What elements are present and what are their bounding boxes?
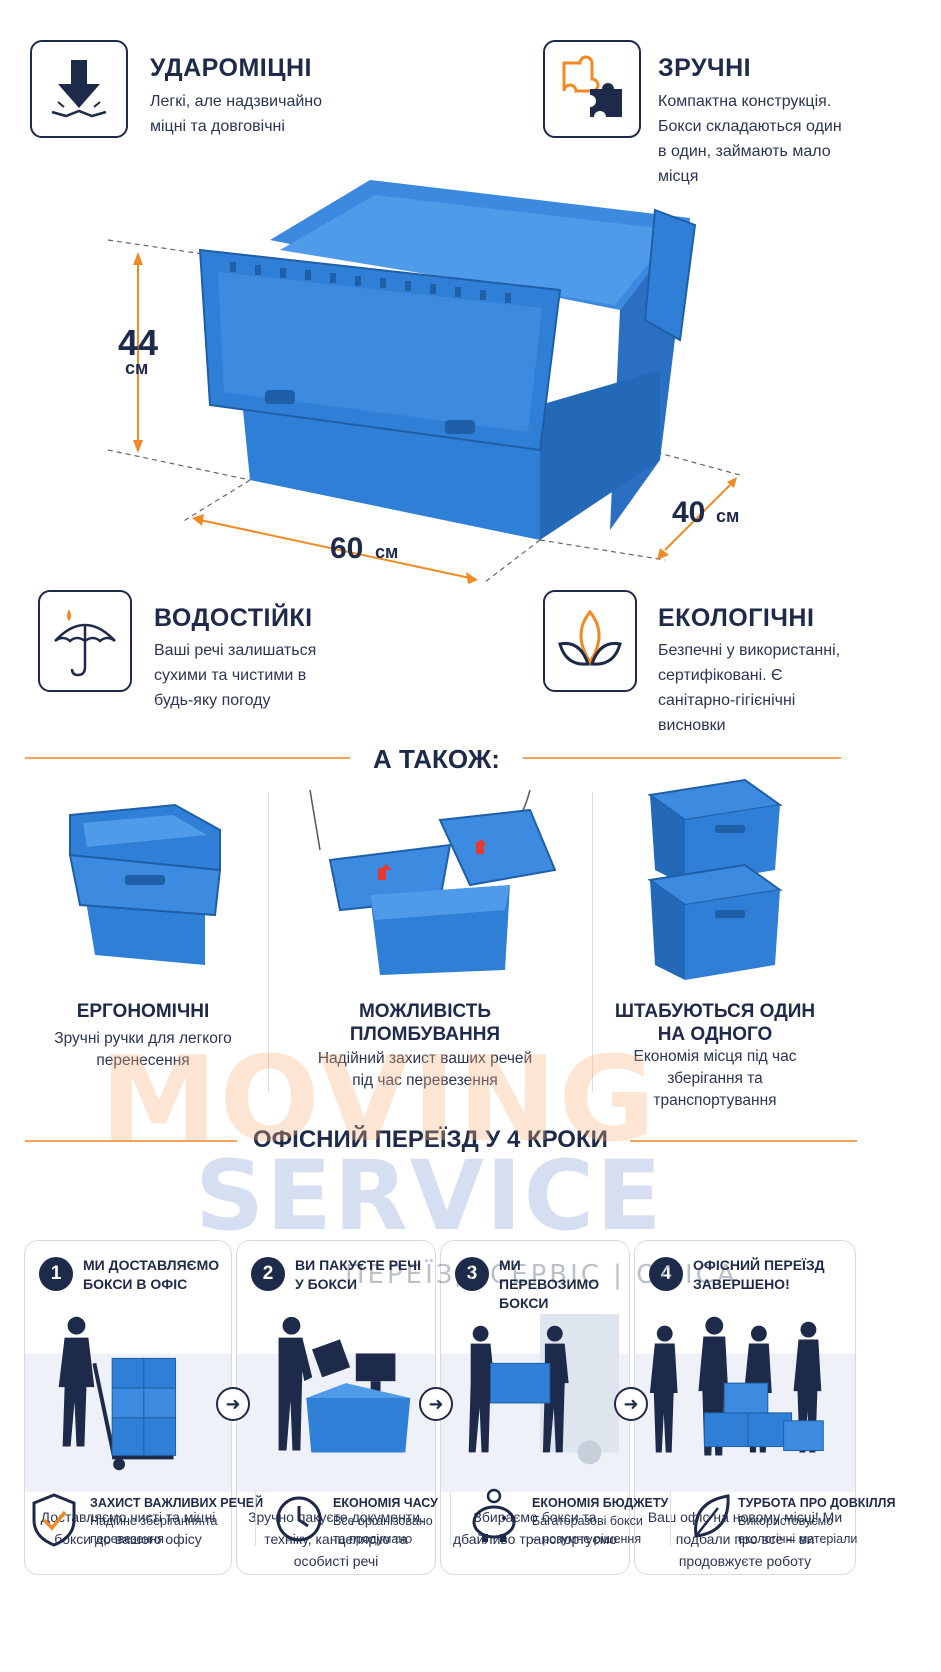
step-2-packing-illustration (237, 1316, 435, 1493)
depth-unit: см (716, 506, 740, 526)
also-line-right (523, 757, 841, 759)
step-arrow-1: ➜ (216, 1387, 250, 1421)
watermark-service: SERVICE (195, 1140, 664, 1252)
feature-eco-text: Безпечні у використанні, сертифіковані. … (658, 642, 841, 734)
also-item-2-text: Надійний захист ваших речей під час пере… (317, 1050, 533, 1089)
piggy-bank-icon (472, 1488, 516, 1542)
step-number-2: 2 (251, 1257, 285, 1291)
leaf-icon (558, 609, 622, 666)
step-1-delivery-illustration (25, 1316, 231, 1493)
step-title-2: ВИ ПАКУЄТЕ РЕЧІ У БОКСИ (295, 1257, 421, 1292)
width-unit: см (375, 542, 399, 562)
eco-icon-box (543, 590, 637, 692)
feature-eco-title: ЕКОЛОГІЧНІ (658, 604, 815, 632)
waterproof-icon-box (38, 590, 132, 692)
step-number-3: 3 (455, 1257, 489, 1291)
feature-convenient-text: Компактна конструкція. Бокси складаються… (658, 93, 842, 185)
benefit-3-text: Багаторазові бокси – розумне рішення (532, 1514, 643, 1546)
step-text-3: Збираємо бокси та дбайливо транспортуємо (452, 1509, 618, 1547)
steps-title: ОФІСНИЙ ПЕРЕЇЗД У 4 КРОКИ (253, 1126, 608, 1153)
also-line-left (25, 757, 350, 759)
feature-convenient-title: ЗРУЧНІ (658, 54, 752, 82)
also-item-3-text: Економія місця під час зберігання та тра… (633, 1048, 797, 1109)
step-arrow-3: ➜ (614, 1387, 648, 1421)
benefit-4-title: ТУРБОТА ПРО ДОВКІЛЛЯ (738, 1496, 896, 1510)
step-4-completed-illustration (635, 1316, 855, 1493)
step-text-1: Доставляємо чисті та міцні бокси до вашо… (40, 1509, 216, 1547)
step-arrow-2: ➜ (419, 1387, 453, 1421)
also-item-3-title: ШТАБУЮТЬСЯ ОДИН НА ОДНОГО (614, 1001, 816, 1045)
convenient-icon-box (543, 40, 641, 138)
arrow-right-icon: ➜ (623, 1393, 639, 1414)
umbrella-icon (54, 609, 116, 677)
step-card-2: 2 ВИ ПАКУЄТЕ РЕЧІ У БОКСИ Зручно пакуєте… (236, 1240, 436, 1575)
benefit-4-text: Використовуємо екологічні матеріали (738, 1514, 858, 1546)
leaf-outline-icon (694, 1494, 730, 1538)
step-card-4: 4 ОФІСНИЙ ПЕРЕЇЗД ЗАВЕРШЕНО! Ваш офіс на… (634, 1240, 856, 1575)
step-3-transport-illustration (441, 1313, 629, 1492)
benefit-divider-1 (255, 1492, 256, 1546)
puzzle-icon (562, 55, 622, 117)
steps-line-left (25, 1140, 237, 1142)
step-number-1: 1 (39, 1257, 73, 1291)
steps-line-right (630, 1140, 857, 1142)
benefit-divider-3 (670, 1492, 671, 1546)
also-item-1-title: ЕРГОНОМІЧНІ (76, 1001, 210, 1022)
also-item-1-text: Зручні ручки для легкого перенесення (54, 1030, 232, 1069)
step-number-4: 4 (649, 1257, 683, 1291)
benefit-divider-2 (450, 1492, 451, 1546)
benefit-1-title: ЗАХИСТ ВАЖЛИВИХ РЕЧЕЙ (90, 1496, 264, 1510)
impact-icon-box (30, 40, 128, 138)
step-title-4: ОФІСНИЙ ПЕРЕЇЗД ЗАВЕРШЕНО! (693, 1257, 825, 1292)
sealing-box-illustration (309, 790, 557, 975)
benefit-2-text: Все організовано та продумано (333, 1514, 433, 1546)
also-divider-2 (592, 792, 593, 1092)
feature-waterproof-text: Ваші речі залишаться сухими та чистими в… (154, 642, 317, 709)
depth-value: 40 (672, 496, 706, 529)
benefit-2-title: ЕКОНОМІЯ ЧАСУ (333, 1496, 438, 1510)
also-title: А ТАКОЖ: (373, 744, 500, 774)
arrow-right-icon: ➜ (225, 1393, 241, 1414)
step-title-1: МИ ДОСТАВЛЯЄМО БОКСИ В ОФІС (83, 1257, 220, 1292)
also-divider-1 (268, 792, 269, 1092)
feature-impact-title: УДАРОМІЦНІ (150, 54, 312, 82)
arrow-down-impact-icon (51, 60, 107, 118)
shield-check-icon (32, 1493, 76, 1547)
height-unit: см (125, 358, 149, 378)
feature-waterproof-title: ВОДОСТІЙКІ (154, 604, 313, 632)
main-box-illustration (107, 180, 741, 584)
benefit-1-text: Надійне зберігання та перевезення (90, 1514, 218, 1546)
feature-impact-text: Легкі, але надзвичайно міцні та довговіч… (150, 93, 323, 135)
benefit-3-title: ЕКОНОМІЯ БЮДЖЕТУ (532, 1496, 669, 1510)
width-value: 60 (330, 532, 364, 565)
height-value: 44 (118, 322, 159, 363)
step-card-3: 3 МИ ПЕРЕВОЗИМО БОКСИ Збираємо бокси та … (440, 1240, 630, 1575)
step-text-2: Зручно пакуєте документи, техніку, канце… (248, 1509, 424, 1569)
stacked-boxes-illustration (647, 778, 783, 980)
ergonomic-boxes-illustration (68, 803, 222, 965)
arrow-right-icon: ➜ (428, 1393, 444, 1414)
step-title-3: МИ ПЕРЕВОЗИМО БОКСИ (499, 1257, 600, 1311)
also-item-2-title: МОЖЛИВІСТЬ ПЛОМБУВАННЯ (349, 1001, 501, 1045)
clock-icon (276, 1496, 322, 1542)
